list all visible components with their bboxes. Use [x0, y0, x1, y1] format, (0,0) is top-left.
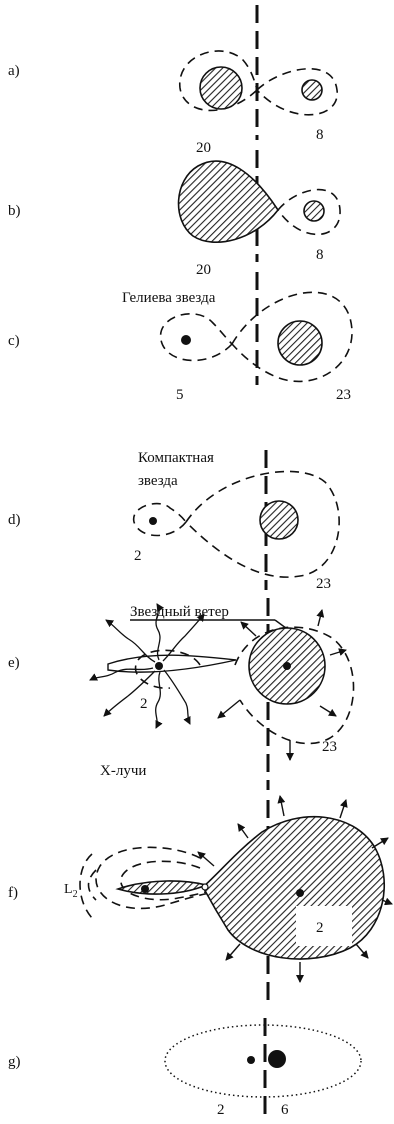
x-ray-caption: X-лучи	[100, 763, 146, 779]
stellar-wind-caption: Звездный ветер	[130, 604, 229, 620]
mass-label-companion: 23	[322, 739, 337, 755]
l2-surface	[80, 854, 96, 918]
wind-arrow	[241, 622, 256, 636]
roche-lobe-compact-star	[134, 504, 186, 536]
panel-letter: d)	[8, 512, 21, 528]
panel-letter: c)	[8, 333, 20, 349]
helium-star	[181, 335, 191, 345]
panel-letter: b)	[8, 203, 21, 219]
wind-arrow	[226, 944, 240, 960]
panel-a: a) 20 8	[8, 5, 337, 156]
mass-label-secondary: 8	[316, 127, 324, 143]
x-ray-arrow	[156, 672, 161, 728]
roche-lobe-helium-star	[161, 314, 232, 361]
x-ray-arrow	[106, 620, 155, 662]
companion-star-center	[283, 662, 291, 670]
panel-letter: a)	[8, 63, 20, 79]
wind-arrow	[320, 706, 336, 716]
wind-arrow	[198, 852, 214, 866]
lagrange-point-l1	[202, 884, 208, 890]
primary-star	[200, 67, 242, 109]
companion-star	[268, 1050, 286, 1068]
wind-arrow	[340, 800, 346, 818]
panel-c: c) Гелиева звезда 5 23	[8, 272, 352, 403]
panel-e: Звездный ветер e) 2 23 X-лучи	[8, 598, 354, 790]
mass-label-compact-star: 2	[140, 696, 148, 712]
roche-lobe-secondary	[257, 69, 337, 115]
mass-label-companion: 23	[316, 576, 331, 592]
lagrange-label: L2	[64, 882, 78, 900]
secondary-star	[304, 201, 324, 221]
compact-star-caption-line2: звезда	[138, 473, 178, 489]
panel-f: 2 f) L2	[8, 796, 392, 1000]
companion-star	[278, 321, 322, 365]
mass-label-compact-star: 2	[217, 1102, 225, 1118]
wind-arrow	[238, 824, 248, 838]
accretion-stream	[118, 881, 206, 894]
mass-label-secondary: 8	[316, 247, 324, 263]
wind-arrow	[330, 650, 346, 655]
mass-label-compact-star: 2	[134, 548, 142, 564]
orbit	[165, 1025, 361, 1097]
wind-arrow	[382, 900, 392, 904]
panel-d: d) Компактная звезда 2 23	[8, 450, 339, 592]
compact-star	[247, 1056, 255, 1064]
label-box	[296, 906, 352, 946]
x-ray-arrow	[164, 670, 190, 724]
wind-arrow	[356, 944, 368, 958]
mass-label-primary: 20	[196, 140, 211, 156]
wind-arrow	[372, 838, 388, 848]
companion-star	[260, 501, 298, 539]
x-ray-arrow	[90, 668, 153, 680]
mass-label-primary: 20	[196, 262, 211, 278]
overflowing-star	[203, 817, 384, 959]
mass-label-companion: 23	[336, 387, 351, 403]
panel-letter: e)	[8, 655, 20, 671]
overflowing-star-center	[296, 889, 304, 897]
secondary-star	[302, 80, 322, 100]
panel-g: g) 2 6	[8, 1018, 361, 1120]
compact-star	[155, 662, 163, 670]
compact-star-caption-line1: Компактная	[138, 450, 214, 466]
roche-filling-star	[179, 161, 278, 242]
panel-b: b) 20 8	[8, 150, 340, 278]
wind-arrow	[318, 610, 322, 626]
compact-star	[149, 517, 157, 525]
wind-arrow	[280, 796, 284, 816]
box-label: 2	[316, 920, 324, 936]
helium-star-caption: Гелиева звезда	[122, 290, 216, 306]
mass-label-helium-star: 5	[176, 387, 184, 403]
compact-star	[141, 885, 149, 893]
mass-label-companion: 6	[281, 1102, 289, 1118]
panel-letter: g)	[8, 1054, 21, 1070]
panel-letter: f)	[8, 885, 18, 901]
wind-arrow	[218, 700, 240, 718]
